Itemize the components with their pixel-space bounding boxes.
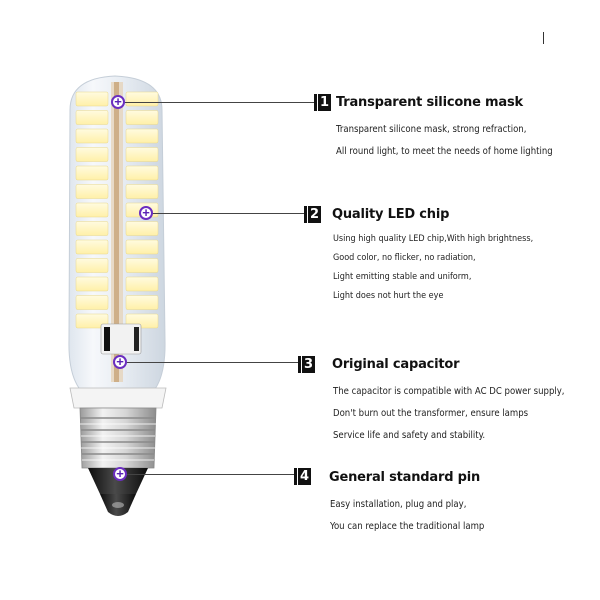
feature-title-1: Transparent silicone mask (336, 95, 523, 110)
led-chip (125, 239, 159, 255)
led-chip (125, 128, 159, 144)
leader-line-2 (152, 213, 304, 214)
feature-desc-1: Transparent silicone mask, strong refrac… (336, 119, 553, 163)
feature-title-2: Quality LED chip (332, 207, 450, 222)
feature-title-3: Original capacitor (332, 357, 460, 372)
led-chip (125, 110, 159, 125)
marker-plus-icon-3: + (113, 355, 127, 369)
led-chip (75, 165, 109, 181)
feature-desc-line: Don't burn out the transformer, ensure l… (333, 408, 529, 419)
feature-number-4: 4 (298, 468, 311, 485)
feature-desc-line: Light does not hurt the eye (333, 291, 444, 301)
leader-line-1 (124, 102, 314, 103)
led-chip (75, 91, 109, 107)
led-chip (75, 147, 109, 162)
led-chip (125, 221, 159, 236)
led-chip (75, 276, 109, 292)
led-chip (75, 184, 109, 199)
bracket-1 (314, 94, 317, 111)
led-chip (75, 202, 109, 218)
leader-line-3 (126, 362, 298, 363)
feature-desc-3: The capacitor is compatible with AC DC p… (333, 381, 565, 447)
feature-desc-line: The capacitor is compatible with AC DC p… (333, 386, 565, 397)
led-chip (125, 258, 159, 273)
led-chip (75, 221, 109, 236)
feature-number-2: 2 (308, 206, 321, 223)
led-chip (125, 276, 159, 292)
leader-line-4 (126, 474, 294, 475)
led-chip (75, 258, 109, 273)
led-chip (75, 128, 109, 144)
feature-desc-line: All round light, to meet the needs of ho… (336, 146, 553, 157)
marker-plus-icon-1: + (111, 95, 125, 109)
bracket-2 (304, 206, 307, 223)
led-chip (125, 147, 159, 162)
marker-plus-icon-4: + (113, 467, 127, 481)
feature-desc-4: Easy installation, plug and play, You ca… (330, 494, 484, 538)
led-chip (125, 295, 159, 310)
feature-desc-line: Using high quality LED chip,With high br… (333, 234, 534, 244)
feature-number-1: 1 (318, 94, 331, 111)
led-chip (75, 295, 109, 310)
feature-desc-line: You can replace the traditional lamp (330, 521, 485, 532)
feature-desc-line: Easy installation, plug and play, (330, 499, 467, 510)
led-chip (125, 165, 159, 181)
feature-title-4: General standard pin (329, 470, 481, 485)
corner-mark (543, 32, 544, 44)
feature-desc-2: Using high quality LED chip,With high br… (333, 230, 533, 306)
bracket-4 (294, 468, 297, 485)
feature-desc-line: Transparent silicone mask, strong refrac… (336, 124, 527, 135)
feature-number-3: 3 (302, 356, 315, 373)
marker-plus-icon-2: + (139, 206, 153, 220)
led-chip (125, 184, 159, 199)
feature-desc-line: Good color, no flicker, no radiation, (333, 253, 476, 263)
bracket-3 (298, 356, 301, 373)
led-chip (75, 110, 109, 125)
led-chip (75, 239, 109, 255)
feature-desc-line: Light emitting stable and uniform, (333, 272, 472, 282)
led-chip-grid (75, 91, 159, 329)
feature-desc-line: Service life and safety and stability. (333, 430, 486, 441)
led-chip (125, 91, 159, 107)
led-chip (75, 313, 109, 329)
